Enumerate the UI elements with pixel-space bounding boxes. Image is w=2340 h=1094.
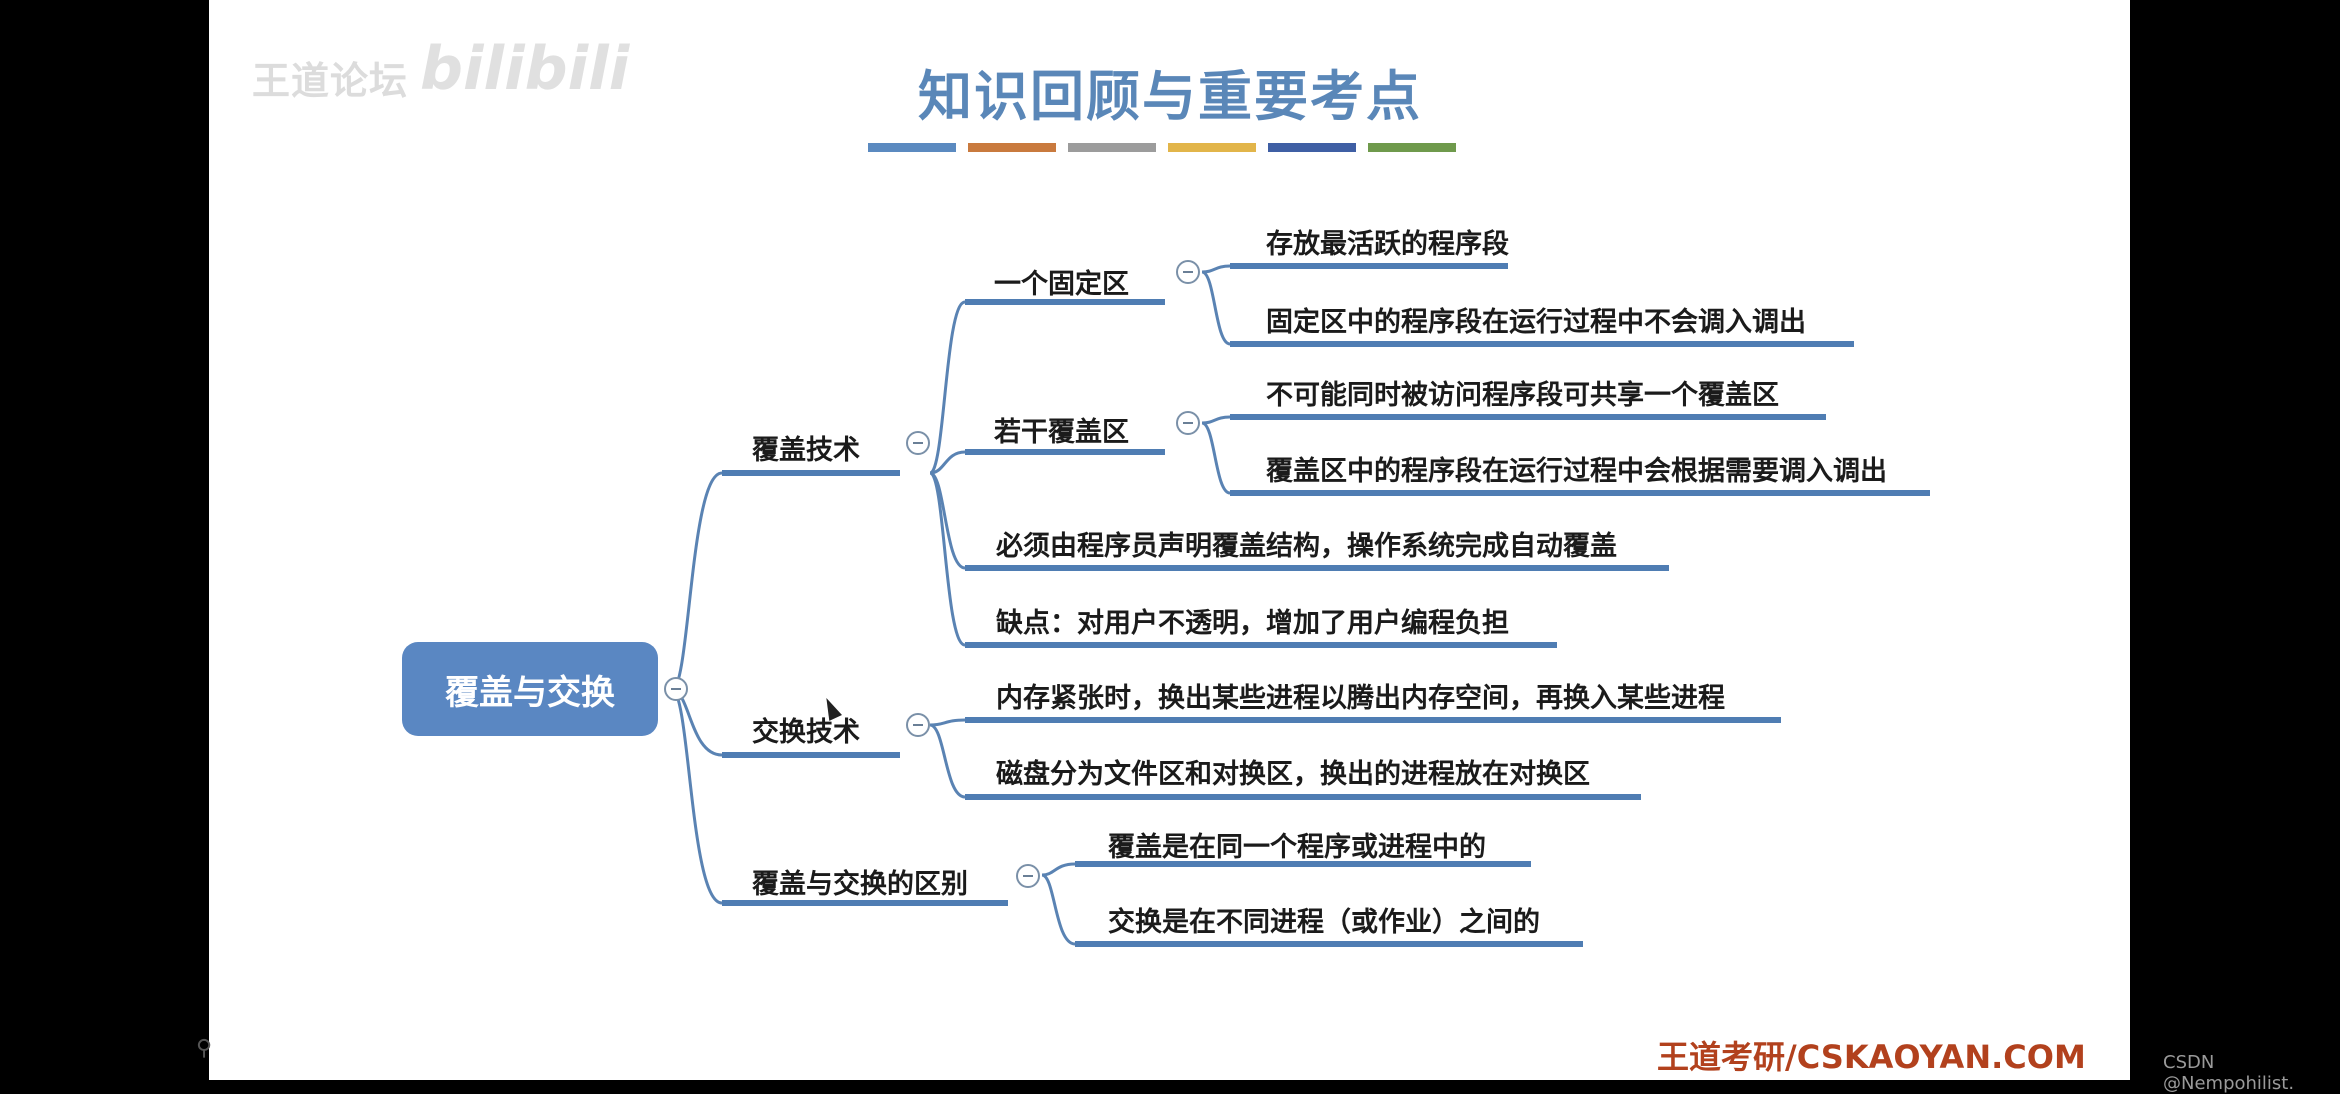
node-difference: 覆盖与交换的区别 bbox=[752, 869, 968, 900]
minus-circle-icon[interactable] bbox=[906, 431, 930, 455]
leaf-fixed-1: 存放最活跃的程序段 bbox=[1266, 229, 1509, 260]
magnifier-icon[interactable]: ⚲ bbox=[196, 1036, 213, 1061]
connector-diff-b bbox=[1041, 873, 1076, 946]
connector-multi-b bbox=[1201, 421, 1231, 495]
leaf-fixed-2-underline bbox=[1230, 341, 1854, 347]
leaf-multi-1-underline bbox=[1230, 414, 1826, 420]
slide bbox=[209, 0, 2130, 1080]
connector-swap-a bbox=[929, 718, 966, 727]
connector-swap-b bbox=[929, 723, 966, 799]
minus-circle-icon[interactable] bbox=[1176, 260, 1200, 284]
page-title: 知识回顾与重要考点 bbox=[918, 65, 1422, 128]
leaf-overlay-2-underline bbox=[965, 642, 1557, 648]
node-difference-underline bbox=[722, 900, 1008, 906]
root-node[interactable]: 覆盖与交换 bbox=[402, 642, 658, 736]
title-bar-3 bbox=[1068, 143, 1156, 152]
leaf-overlay-1: 必须由程序员声明覆盖结构，操作系统完成自动覆盖 bbox=[996, 531, 1617, 562]
connector-root-overlay bbox=[671, 471, 723, 692]
connector-overlay-fixed bbox=[928, 300, 966, 475]
csdn-watermark: CSDN @Nempohilist. bbox=[2163, 1052, 2295, 1094]
node-overlay-underline bbox=[722, 470, 900, 476]
leaf-overlay-1-underline bbox=[965, 565, 1669, 571]
leaf-multi-1: 不可能同时被访问程序段可共享一个覆盖区 bbox=[1266, 380, 1779, 411]
title-bar-2 bbox=[968, 143, 1056, 152]
leaf-diff-2: 交换是在不同进程（或作业）之间的 bbox=[1108, 907, 1540, 938]
minus-circle-icon[interactable] bbox=[664, 677, 688, 701]
node-multi-area-underline bbox=[965, 449, 1165, 455]
title-bar-5 bbox=[1268, 143, 1356, 152]
node-overlay: 覆盖技术 bbox=[752, 435, 860, 466]
connector-overlay-multi bbox=[929, 450, 966, 475]
leaf-overlay-2: 缺点：对用户不透明，增加了用户编程负担 bbox=[996, 608, 1509, 639]
minus-circle-icon[interactable] bbox=[1016, 864, 1040, 888]
leaf-multi-2: 覆盖区中的程序段在运行过程中会根据需要调入调出 bbox=[1266, 456, 1887, 487]
connector-fixed-a bbox=[1201, 264, 1231, 274]
node-multi-area: 若干覆盖区 bbox=[994, 417, 1129, 448]
leaf-fixed-2: 固定区中的程序段在运行过程中不会调入调出 bbox=[1266, 307, 1806, 338]
connector-fixed-b bbox=[1201, 270, 1231, 346]
leaf-diff-2-underline bbox=[1075, 941, 1583, 947]
connector-multi-a bbox=[1201, 415, 1231, 425]
connector-diff-a bbox=[1041, 862, 1076, 877]
node-fixed-area-underline bbox=[965, 299, 1165, 305]
title-bar-1 bbox=[868, 143, 956, 152]
node-fixed-area: 一个固定区 bbox=[994, 269, 1129, 300]
minus-circle-icon[interactable] bbox=[1176, 411, 1200, 435]
node-swap-underline bbox=[722, 752, 900, 758]
leaf-swap-2-underline bbox=[965, 794, 1641, 800]
leaf-diff-1-underline bbox=[1075, 861, 1531, 867]
bilibili-logo: bilibili bbox=[420, 34, 630, 104]
footer-brand: 王道考研/CSKAOYAN.COM bbox=[1657, 1038, 2086, 1076]
leaf-multi-2-underline bbox=[1230, 490, 1930, 496]
leaf-swap-1: 内存紧张时，换出某些进程以腾出内存空间，再换入某些进程 bbox=[996, 683, 1725, 714]
connector-overlay-item2 bbox=[928, 471, 966, 647]
leaf-fixed-1-underline bbox=[1230, 263, 1508, 269]
connector-root-diff bbox=[671, 688, 723, 905]
minus-circle-icon[interactable] bbox=[906, 713, 930, 737]
title-bar-6 bbox=[1368, 143, 1456, 152]
leaf-diff-1: 覆盖是在同一个程序或进程中的 bbox=[1108, 832, 1486, 863]
title-bar-4 bbox=[1168, 143, 1256, 152]
watermark-text: 王道论坛 bbox=[252, 59, 409, 103]
leaf-swap-1-underline bbox=[965, 717, 1781, 723]
node-swap: 交换技术 bbox=[752, 717, 860, 748]
leaf-swap-2: 磁盘分为文件区和对换区，换出的进程放在对换区 bbox=[996, 759, 1590, 790]
